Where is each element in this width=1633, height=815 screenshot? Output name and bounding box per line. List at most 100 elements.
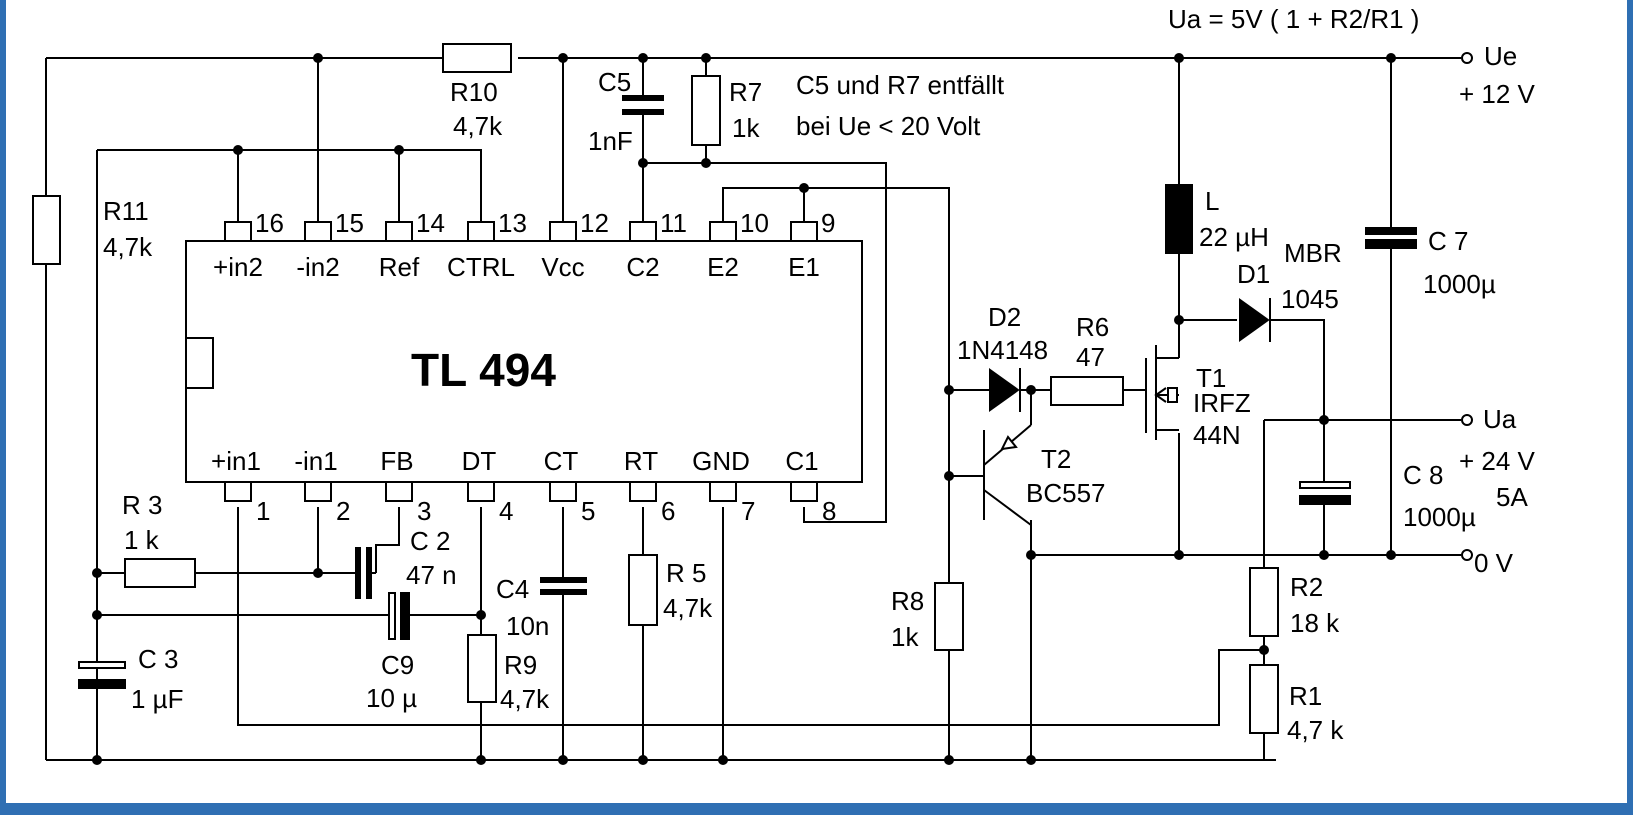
r5-name: R 5 <box>666 558 706 588</box>
r8-name: R8 <box>891 586 924 616</box>
pin-pad-10 <box>709 221 737 242</box>
c4-name: C4 <box>496 574 529 604</box>
pin-label-12: Vcc <box>541 252 584 282</box>
capacitor-c9-plate2 <box>400 592 410 640</box>
d2-value: 1N4148 <box>957 335 1048 365</box>
resistor-r6 <box>1050 376 1124 406</box>
resistor-r10 <box>442 43 512 73</box>
pin-number-14: 14 <box>416 208 445 238</box>
pin-number-15: 15 <box>335 208 364 238</box>
ue-label: Ue <box>1484 41 1517 71</box>
pin-pad-2 <box>304 481 332 502</box>
ic-notch <box>185 337 214 389</box>
pin-number-6: 6 <box>661 496 675 526</box>
capacitor-c7-plate1 <box>1365 227 1417 235</box>
capacitor-c2-plate2 <box>366 547 372 599</box>
pin-pad-7 <box>709 481 737 502</box>
ic-pins: 16+in215-in214Ref13CTRL12Vcc11C210E29E11… <box>211 208 836 526</box>
resistor-r11 <box>32 195 61 265</box>
capacitor-c3-plate2 <box>78 679 126 689</box>
pin-label-11: C2 <box>626 252 659 282</box>
capacitor-c5-plate2 <box>622 109 664 115</box>
c8-value: 1000µ <box>1403 502 1476 532</box>
d1-value-a: MBR <box>1284 238 1342 268</box>
pin-label-15: -in2 <box>296 252 339 282</box>
d1-name: D1 <box>1237 259 1270 289</box>
pin-number-7: 7 <box>741 496 755 526</box>
t2-value: BC557 <box>1026 478 1106 508</box>
r3-value: 1 k <box>124 525 160 555</box>
r9-value: 4,7k <box>500 684 550 714</box>
pin-label-10: E2 <box>707 252 739 282</box>
inductor-l <box>1165 184 1193 254</box>
pin-number-16: 16 <box>255 208 284 238</box>
pin-label-7: GND <box>692 446 750 476</box>
pin-label-16: +in2 <box>213 252 263 282</box>
c5-name: C5 <box>598 67 631 97</box>
l-name: L <box>1205 186 1219 216</box>
c3-value: 1 µF <box>131 684 184 714</box>
pin-pad-11 <box>629 221 657 242</box>
r8-value: 1k <box>891 622 919 652</box>
pin-number-13: 13 <box>498 208 527 238</box>
ic-body <box>185 240 863 483</box>
r3-name: R 3 <box>122 490 162 520</box>
r2-value: 18 k <box>1290 608 1340 638</box>
c3-name: C 3 <box>138 644 178 674</box>
terminal-ue <box>1461 52 1473 64</box>
pin-number-5: 5 <box>581 496 595 526</box>
r2-name: R2 <box>1290 572 1323 602</box>
r6-value: 47 <box>1076 342 1105 372</box>
ua-current: 5A <box>1496 482 1528 512</box>
ic-name: TL 494 <box>411 344 556 396</box>
ic-tl494: TL 494 <box>185 240 863 483</box>
c8-name: C 8 <box>1403 460 1443 490</box>
pin-label-3: FB <box>380 446 413 476</box>
transistor-t2 <box>983 424 1032 526</box>
pin-pad-1 <box>224 481 252 502</box>
pin-pad-8 <box>790 481 818 502</box>
c9-name: C9 <box>381 650 414 680</box>
ua-label: Ua <box>1483 404 1517 434</box>
c2-value: 47 n <box>406 560 457 590</box>
pin-number-11: 11 <box>660 208 687 238</box>
circuit-diagram: TL 494 16+in215-in214Ref13CTRL12Vcc11C21… <box>32 4 1536 765</box>
r7-name: R7 <box>729 77 762 107</box>
capacitor-c4-plate2 <box>540 589 587 595</box>
capacitor-c4-plate1 <box>540 577 587 583</box>
c2-name: C 2 <box>410 526 450 556</box>
pin-number-4: 4 <box>499 496 513 526</box>
capacitor-c3-plate1 <box>78 661 126 669</box>
capacitor-c2-plate1 <box>355 547 361 599</box>
terminal-gnd <box>1461 549 1473 561</box>
pin-pad-3 <box>385 481 413 502</box>
pin-number-10: 10 <box>740 208 769 238</box>
capacitor-c8-plate2 <box>1299 495 1351 505</box>
capacitor-c9-plate1 <box>388 592 396 640</box>
pin-pad-13 <box>467 221 495 242</box>
r11-name: R11 <box>103 196 149 226</box>
mosfet-t1 <box>1145 345 1179 440</box>
r7-value: 1k <box>732 113 760 143</box>
diode-d1 <box>1239 298 1270 342</box>
pin-number-9: 9 <box>821 208 835 238</box>
pin-pad-16 <box>224 221 252 242</box>
note-line1: C5 und R7 entfällt <box>796 70 1005 100</box>
t1-value-b: 44N <box>1193 420 1241 450</box>
c9-value: 10 µ <box>366 683 417 713</box>
t1-value-a: IRFZ <box>1193 388 1251 418</box>
resistor-r9 <box>467 634 497 703</box>
d2-name: D2 <box>988 302 1021 332</box>
c4-value: 10n <box>506 611 549 641</box>
pin-label-2: -in1 <box>294 446 337 476</box>
pin-label-1: +in1 <box>211 446 261 476</box>
pin-pad-15 <box>304 221 332 242</box>
ue-value: + 12 V <box>1459 79 1536 109</box>
wires <box>45 57 1461 761</box>
pin-pad-5 <box>549 481 577 502</box>
c5-value: 1nF <box>588 126 633 156</box>
pin-number-2: 2 <box>336 496 350 526</box>
resistor-r7 <box>691 75 721 146</box>
terminal-ua <box>1461 414 1473 426</box>
